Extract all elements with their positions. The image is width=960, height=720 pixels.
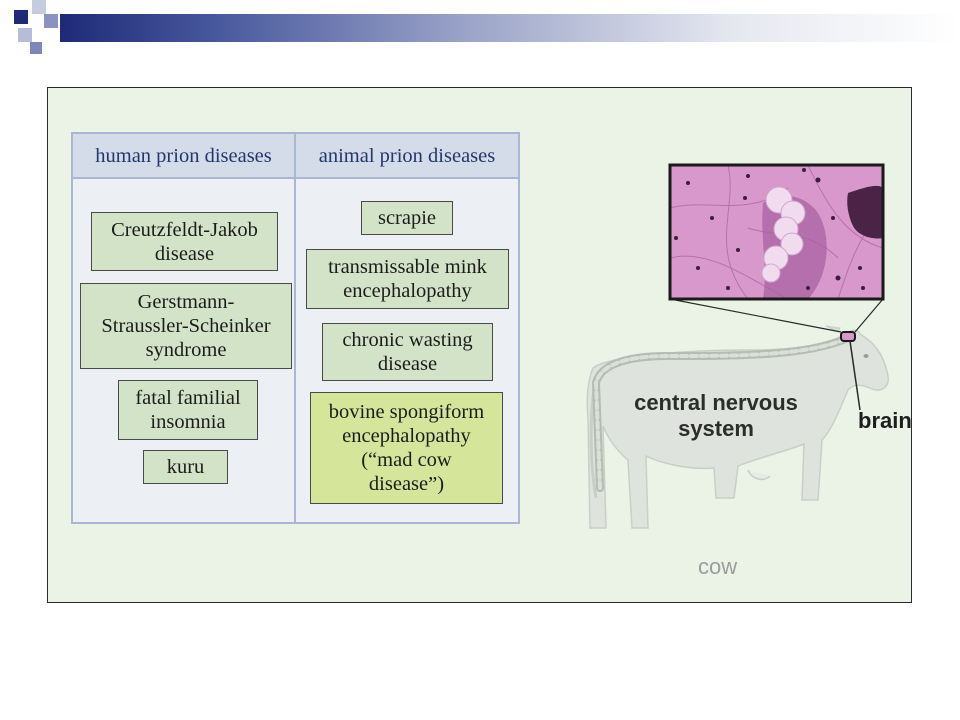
zoom-line-left: [669, 298, 842, 333]
disease-fatal-familial-insomnia: fatal familial insomnia: [118, 380, 258, 440]
prion-diseases-figure: human prion diseases animal prion diseas…: [47, 87, 912, 603]
disease-gss-syndrome: Gerstmann- Straussler-Scheinker syndrome: [80, 283, 292, 369]
banner-square: [18, 28, 32, 42]
slide-banner: [0, 0, 960, 60]
column-divider: [294, 179, 296, 522]
banner-square: [44, 14, 58, 28]
disease-scrapie: scrapie: [361, 201, 453, 235]
cow-eye: [863, 354, 869, 358]
disease-transmissable-mink-encephalopathy: transmissable mink encephalopathy: [306, 249, 509, 309]
disease-kuru: kuru: [143, 450, 228, 484]
brain-marker: [840, 331, 856, 342]
brain-leader-line: [849, 340, 861, 411]
disease-chronic-wasting: chronic wasting disease: [322, 323, 493, 381]
brain-label: brain: [858, 408, 912, 433]
central-nervous-system-label: central nervous system: [634, 390, 798, 441]
zoom-line-right: [854, 298, 884, 333]
banner-square: [30, 42, 42, 54]
cow-ear: [825, 325, 841, 333]
banner-square: [14, 10, 28, 24]
banner-gradient-bar: [60, 14, 960, 42]
disease-bovine-spongiform-encephalopathy: bovine spongiform encephalopathy (“mad c…: [310, 392, 503, 504]
prion-disease-table: human prion diseases animal prion diseas…: [71, 132, 520, 524]
cow-illustration: [586, 163, 889, 529]
cow-label: cow: [698, 554, 738, 579]
header-animal-prion-diseases: animal prion diseases: [296, 134, 518, 179]
banner-square: [32, 0, 46, 14]
micrograph-tissue: [670, 165, 883, 299]
micrograph-frame: [668, 163, 885, 301]
disease-creutzfeldt-jakob: Creutzfeldt-Jakob disease: [91, 212, 278, 271]
header-human-prion-diseases: human prion diseases: [73, 134, 296, 179]
